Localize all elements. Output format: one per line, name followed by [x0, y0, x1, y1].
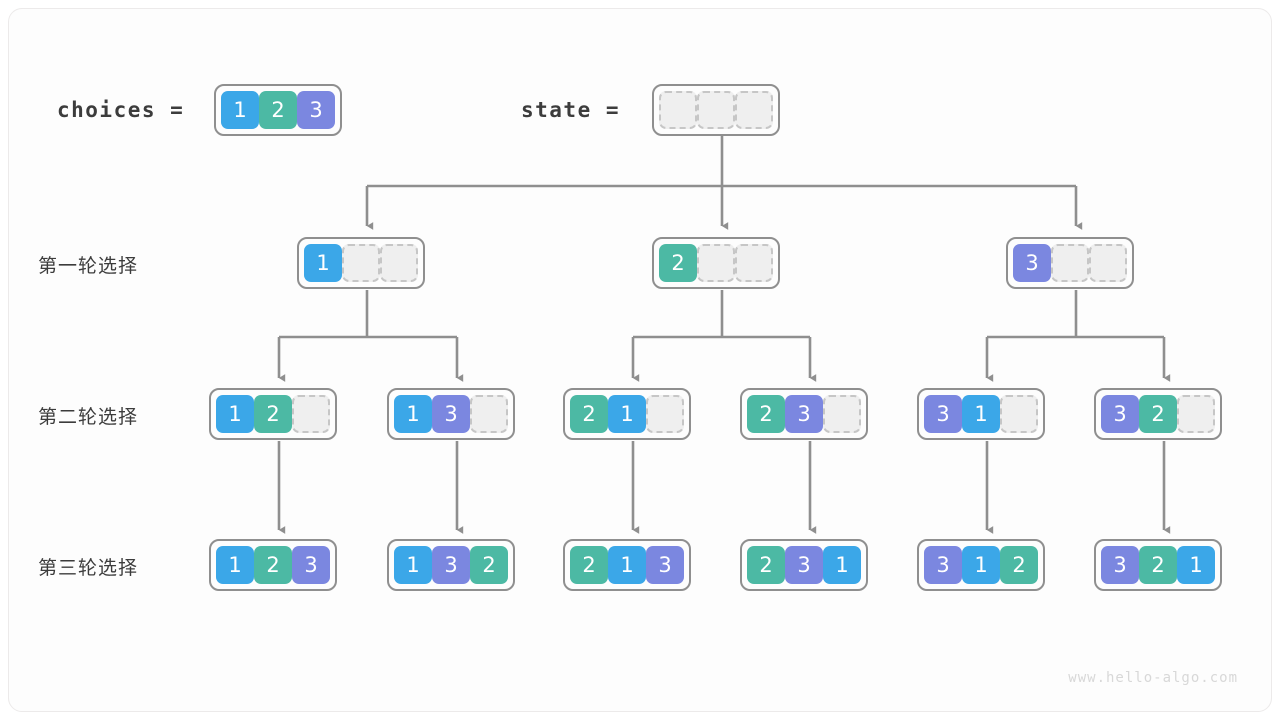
- round2-node-5-cell-1: 1: [962, 395, 1000, 433]
- row-label-round-1: 第一轮选择: [38, 255, 139, 277]
- round3-node-6-cell-1: 2: [1139, 546, 1177, 584]
- round3-node-4-cell-2: 1: [823, 546, 861, 584]
- round2-node-2-cell-2: [470, 395, 508, 433]
- state-cell-1: [697, 91, 735, 129]
- round3-node-5-cell-2: 2: [1000, 546, 1038, 584]
- round3-node-6-cell-2: 1: [1177, 546, 1215, 584]
- round2-node-1-cell-0: 1: [216, 395, 254, 433]
- round2-node-4-cell-1: 3: [785, 395, 823, 433]
- state-cell-0: [659, 91, 697, 129]
- round2-node-1-cell-1: 2: [254, 395, 292, 433]
- round3-node-3-cell-0: 2: [570, 546, 608, 584]
- round2-node-5-cell-0: 3: [924, 395, 962, 433]
- round1-node-1-cell-2: [380, 244, 418, 282]
- round2-node-3-cell-1: 1: [608, 395, 646, 433]
- round3-node-2-cell-1: 3: [432, 546, 470, 584]
- diagram-card: [8, 8, 1272, 712]
- choices-cell-1: 2: [259, 91, 297, 129]
- round2-node-2-cell-0: 1: [394, 395, 432, 433]
- round3-node-6-cell-0: 3: [1101, 546, 1139, 584]
- state-array: [652, 84, 780, 136]
- round1-node-3: 3: [1006, 237, 1134, 289]
- round2-node-3-cell-0: 2: [570, 395, 608, 433]
- round1-node-1-cell-1: [342, 244, 380, 282]
- round2-node-4-cell-0: 2: [747, 395, 785, 433]
- round2-node-2-cell-1: 3: [432, 395, 470, 433]
- round3-node-5-cell-1: 1: [962, 546, 1000, 584]
- round2-node-6-cell-2: [1177, 395, 1215, 433]
- round3-node-4-cell-0: 2: [747, 546, 785, 584]
- round3-node-3-cell-2: 3: [646, 546, 684, 584]
- round1-node-2-cell-2: [735, 244, 773, 282]
- round1-node-2: 2: [652, 237, 780, 289]
- watermark: www.hello-algo.com: [1068, 670, 1238, 686]
- choices-cell-2: 3: [297, 91, 335, 129]
- round1-node-2-cell-1: [697, 244, 735, 282]
- round1-node-3-cell-1: [1051, 244, 1089, 282]
- round2-node-6-cell-1: 2: [1139, 395, 1177, 433]
- round3-node-4-cell-1: 3: [785, 546, 823, 584]
- round3-node-2-cell-0: 1: [394, 546, 432, 584]
- round2-node-6-cell-0: 3: [1101, 395, 1139, 433]
- round2-node-1-cell-2: [292, 395, 330, 433]
- round3-node-1-cell-0: 1: [216, 546, 254, 584]
- round1-node-3-cell-2: [1089, 244, 1127, 282]
- round3-node-1-cell-2: 3: [292, 546, 330, 584]
- state-cell-2: [735, 91, 773, 129]
- round3-node-1-cell-1: 2: [254, 546, 292, 584]
- round3-node-2-cell-2: 2: [470, 546, 508, 584]
- round2-node-4-cell-2: [823, 395, 861, 433]
- round3-node-5-cell-0: 3: [924, 546, 962, 584]
- state-label: state =: [521, 98, 621, 122]
- round1-node-2-cell-0: 2: [659, 244, 697, 282]
- row-label-round-3: 第三轮选择: [38, 557, 139, 579]
- row-label-round-2: 第二轮选择: [38, 406, 139, 428]
- choices-label: choices =: [57, 98, 185, 122]
- round3-node-3-cell-1: 1: [608, 546, 646, 584]
- round1-node-1-cell-0: 1: [304, 244, 342, 282]
- round2-node-5-cell-2: [1000, 395, 1038, 433]
- round1-node-1: 1: [297, 237, 425, 289]
- round2-node-3-cell-2: [646, 395, 684, 433]
- round1-node-3-cell-0: 3: [1013, 244, 1051, 282]
- choices-cell-0: 1: [221, 91, 259, 129]
